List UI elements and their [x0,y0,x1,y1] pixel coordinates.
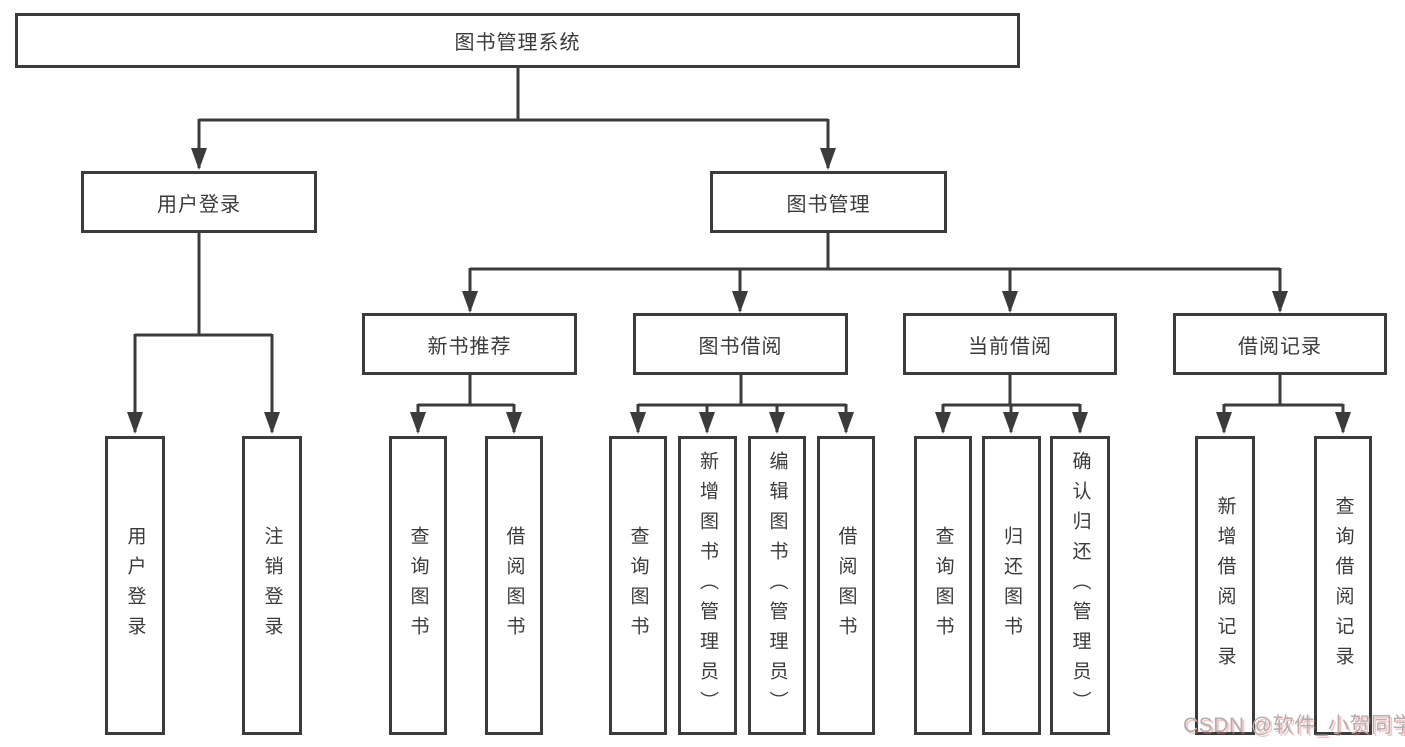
node-borrow-records: 借阅记录 [1173,313,1387,375]
node-book-borrow: 图书借阅 [633,313,848,375]
leaf-return-book-label: 归还图书 [1001,525,1022,646]
leaf-add-book-admin: 新增图书（管理员） [678,436,737,735]
leaf-add-book-admin-label: 新增图书（管理员） [697,450,718,721]
leaf-edit-book-admin-label: 编辑图书（管理员） [766,450,788,721]
csdn-watermark: CSDN @软件_小贺同学 [1183,714,1405,737]
leaf-query-borrow-record-label: 查询借阅记录 [1332,495,1354,676]
leaf-borrow-book-recommend-label: 借阅图书 [503,525,525,646]
leaf-logout-login-label: 注销登录 [261,525,283,646]
leaf-confirm-return-admin: 确认归还（管理员） [1050,436,1110,735]
leaf-add-borrow-record: 新增借阅记录 [1195,436,1255,735]
leaf-borrow-book-borrow: 借阅图书 [817,436,875,735]
leaf-add-borrow-record-label: 新增借阅记录 [1214,495,1236,676]
node-book-management: 图书管理 [710,171,947,233]
leaf-borrow-book-recommend: 借阅图书 [485,436,543,735]
leaf-query-book-recommend: 查询图书 [389,436,447,735]
leaf-return-book: 归还图书 [982,436,1041,735]
leaf-user-login-label: 用户登录 [124,525,146,646]
leaf-query-book-borrow: 查询图书 [609,436,667,735]
leaf-query-book-current-label: 查询图书 [932,525,954,646]
node-user-login: 用户登录 [81,171,317,233]
leaf-query-book-current: 查询图书 [914,436,972,735]
leaf-query-book-borrow-label: 查询图书 [627,525,649,646]
node-new-book-recommend: 新书推荐 [362,313,577,375]
leaf-borrow-book-borrow-label: 借阅图书 [835,525,857,646]
leaf-query-book-recommend-label: 查询图书 [407,525,429,646]
leaf-user-login: 用户登录 [105,436,165,735]
leaf-query-borrow-record: 查询借阅记录 [1314,436,1372,735]
leaf-confirm-return-admin-label: 确认归还（管理员） [1069,450,1091,721]
node-current-borrow: 当前借阅 [903,313,1117,375]
node-root: 图书管理系统 [15,13,1020,68]
leaf-edit-book-admin: 编辑图书（管理员） [748,436,806,735]
leaf-logout-login: 注销登录 [242,436,302,735]
